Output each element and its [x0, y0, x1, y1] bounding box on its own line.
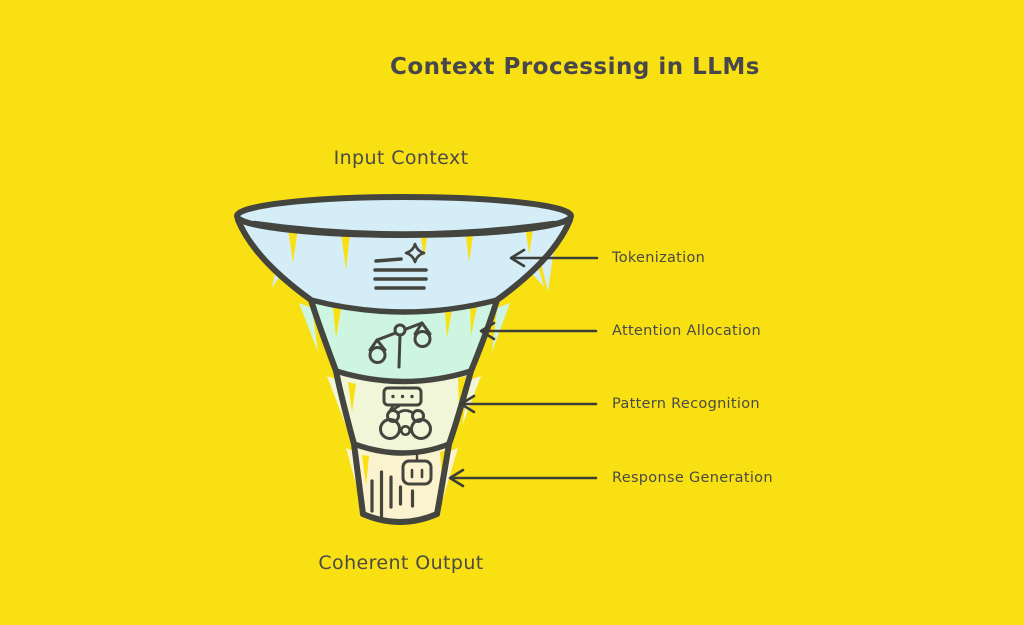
funnel-input-label: Input Context	[333, 147, 469, 169]
page-title: Context Processing in LLMs	[390, 54, 760, 80]
section-fill-attention	[311, 300, 497, 382]
binoculars-speech-icon	[379, 386, 432, 440]
balance-scale-icon	[368, 321, 432, 369]
stage-label-tokenization: Tokenization	[612, 250, 706, 266]
funnel-section-fills	[237, 197, 571, 522]
robot-signal-icon	[370, 452, 433, 519]
arrow-tokenization	[509, 248, 599, 268]
stage-label-pattern-recognition: Pattern Recognition	[612, 396, 760, 412]
arrow-attention-allocation	[479, 321, 598, 341]
arrow-pattern-recognition	[459, 394, 598, 414]
funnel-outline	[234, 194, 574, 525]
funnel-output-label: Coherent Output	[318, 552, 484, 574]
section-fill-tokenization	[237, 197, 571, 312]
text-sparkle-icon	[373, 242, 428, 290]
stage-label-response-generation: Response Generation	[612, 470, 773, 486]
section-fill-response	[354, 444, 449, 522]
arrow-response-generation	[448, 468, 598, 488]
stage-label-attention-allocation: Attention Allocation	[612, 323, 762, 339]
stage-connector-arrows	[448, 248, 599, 488]
